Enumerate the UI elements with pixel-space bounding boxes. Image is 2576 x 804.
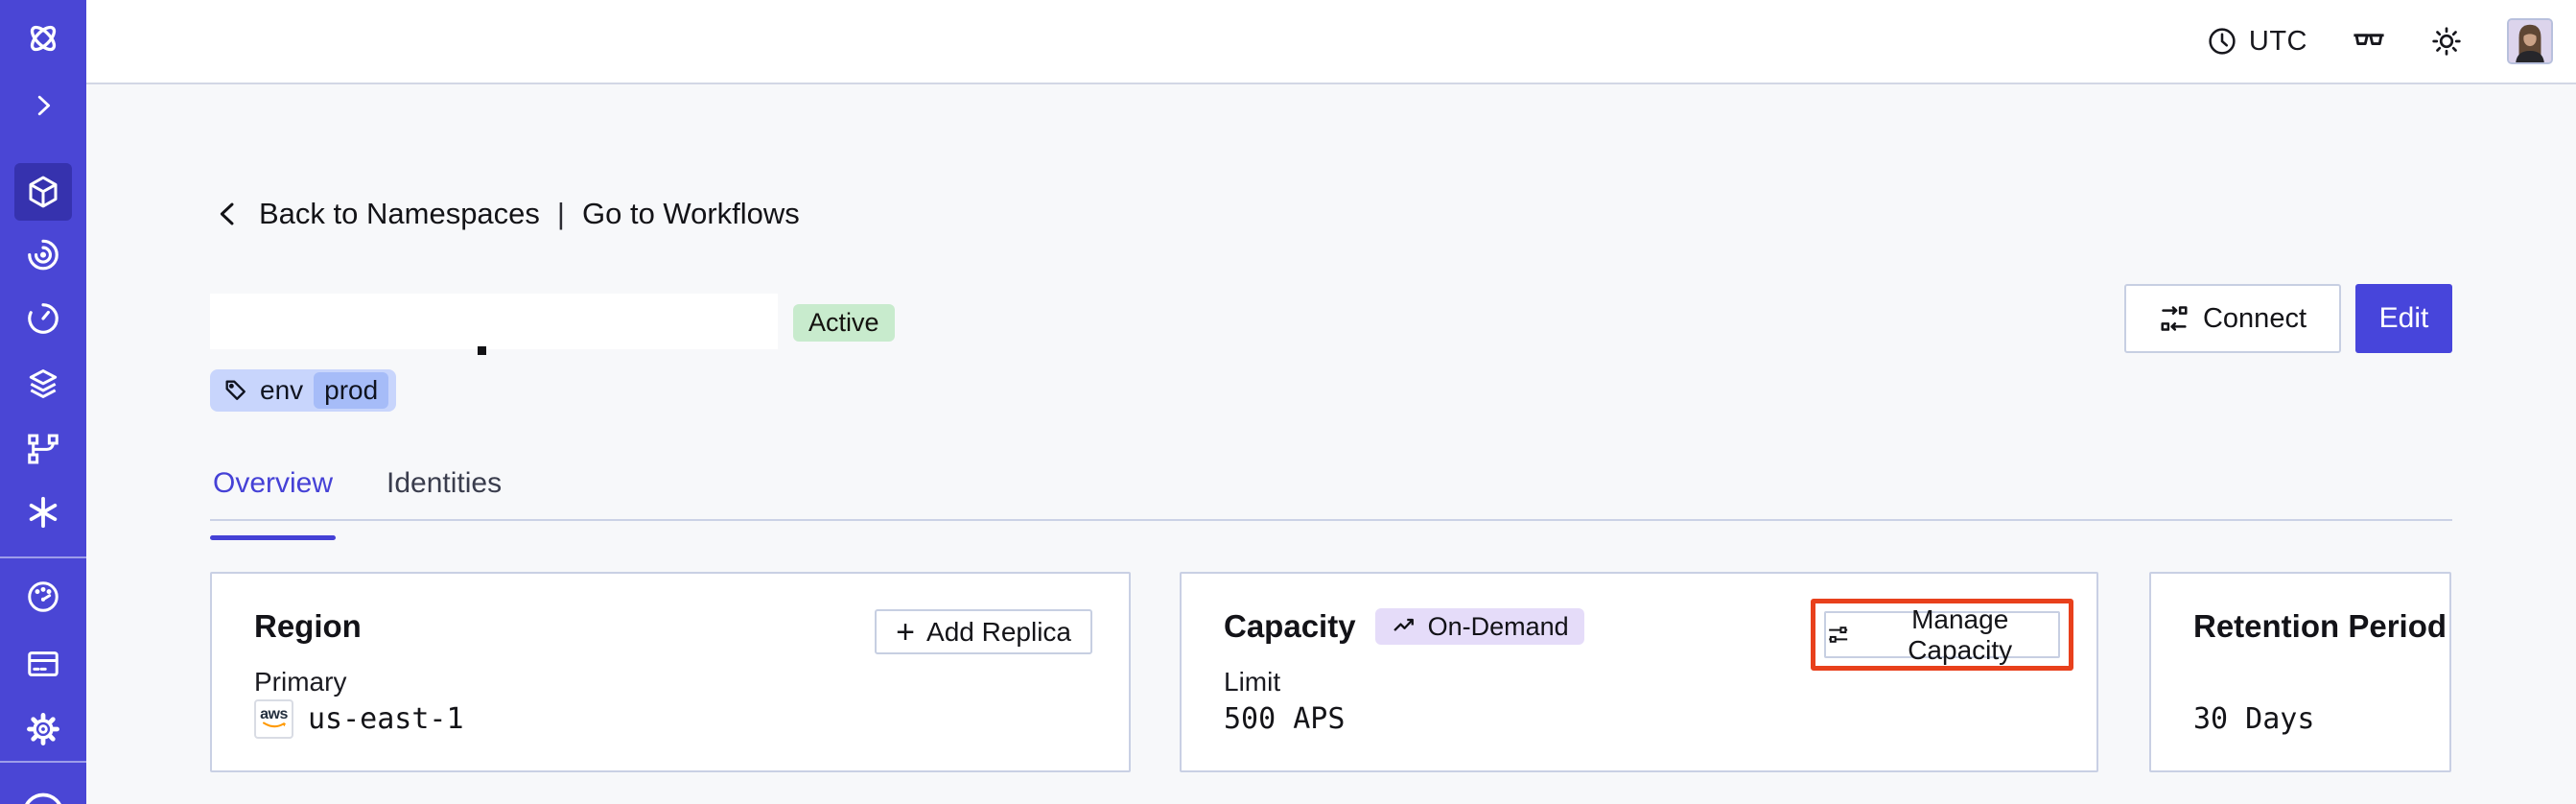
limit-label: Limit [1224, 667, 1281, 697]
namespace-name-dot [478, 346, 486, 355]
sidebar-item-support[interactable] [16, 787, 70, 804]
layers-stack-icon [29, 369, 58, 398]
workflows-spiral-icon [28, 239, 59, 271]
labs-glasses-button[interactable] [2352, 24, 2386, 59]
back-to-namespaces-link[interactable]: Back to Namespaces [259, 197, 540, 230]
glasses-icon [2352, 24, 2386, 59]
header-actions: Connect Edit [2124, 284, 2452, 353]
schedules-timer-icon [28, 303, 59, 334]
ondemand-label: On-Demand [1427, 611, 1569, 641]
edit-button[interactable]: Edit [2355, 284, 2452, 353]
ondemand-badge: On-Demand [1374, 608, 1584, 645]
timezone-selector[interactable]: UTC [2207, 26, 2307, 58]
sidebar-item-billing[interactable] [16, 637, 70, 691]
chevron-right-icon [37, 95, 51, 116]
capacity-card: Capacity On-Demand Manage Capacity [1180, 572, 2098, 772]
sliders-icon [1829, 627, 1848, 643]
namespace-cube-icon [29, 176, 58, 208]
chevron-left-icon[interactable] [213, 199, 244, 229]
retention-card-title: Retention Period [2193, 608, 2447, 644]
theme-toggle-button[interactable] [2430, 25, 2463, 58]
gauge-icon [28, 581, 59, 612]
connect-flow-icon [2159, 303, 2190, 334]
tag-value-chip: prod [314, 372, 389, 409]
region-card: Region + Add Replica Primary aws us-east… [210, 572, 1131, 772]
tag-key: env [260, 375, 304, 405]
retention-value: 30 Days [2193, 701, 2315, 736]
sidebar-item-deployments[interactable] [16, 357, 70, 411]
sidebar-expand-button[interactable] [16, 79, 70, 132]
trending-up-icon [1393, 618, 1414, 631]
manage-capacity-button[interactable]: Manage Capacity [1824, 604, 2060, 665]
region-card-title: Region [254, 608, 362, 644]
breadcrumb: Back to Namespaces | Go to Workflows [213, 190, 800, 238]
temporal-logo-icon [30, 25, 57, 52]
tab-identities[interactable]: Identities [386, 467, 503, 499]
user-avatar[interactable] [2507, 18, 2553, 64]
go-to-workflows-link[interactable]: Go to Workflows [581, 197, 800, 230]
namespace-tag: env prod [210, 369, 397, 412]
clock-icon [2207, 26, 2237, 57]
primary-label: Primary [254, 667, 347, 697]
breadcrumb-separator: | [556, 197, 565, 230]
capacity-card-title: Capacity [1224, 608, 1356, 644]
sidebar-item-usage[interactable] [16, 570, 70, 624]
sidebar-item-nexus[interactable] [16, 485, 70, 539]
aws-logo-text: aws [260, 706, 288, 722]
capacity-limit-value: 500 APS [1224, 701, 1346, 736]
billing-card-icon [28, 651, 59, 676]
sidebar-item-namespaces[interactable] [14, 163, 72, 221]
tag-icon [222, 377, 249, 404]
sidebar-item-settings[interactable] [16, 702, 70, 756]
temporal-logo[interactable] [16, 12, 70, 65]
tab-overview[interactable]: Overview [210, 467, 337, 540]
sidebar-divider [0, 761, 86, 763]
connect-label: Connect [2202, 302, 2307, 334]
globe-icon [25, 792, 61, 804]
asterisk-icon [29, 496, 58, 529]
gear-icon [27, 713, 59, 745]
status-badge: Active [793, 304, 895, 342]
manage-capacity-label: Manage Capacity [1908, 603, 2013, 665]
timezone-label: UTC [2248, 25, 2307, 57]
highlight-box: Manage Capacity [1811, 599, 2073, 671]
avatar-photo [2509, 20, 2551, 62]
sidebar-nav [0, 0, 86, 804]
sun-icon [2430, 25, 2463, 58]
branch-icon [28, 434, 59, 464]
aws-smile-icon [262, 721, 286, 728]
add-replica-label: Add Replica [926, 616, 1071, 647]
connect-button[interactable]: Connect [2124, 284, 2341, 353]
top-bar: UTC [86, 0, 2576, 84]
plus-icon: + [896, 613, 916, 650]
sidebar-divider [0, 556, 86, 558]
sidebar-item-schedules[interactable] [16, 292, 70, 345]
aws-provider-badge: aws [254, 698, 293, 739]
retention-card: Retention Period 30 Days [2149, 572, 2451, 772]
tab-bar: Overview Identities [210, 449, 2452, 540]
sidebar-item-batch-operations[interactable] [16, 422, 70, 476]
namespace-name-redacted [210, 294, 778, 349]
region-value: us-east-1 [308, 701, 464, 736]
add-replica-button[interactable]: + Add Replica [875, 609, 1092, 654]
sidebar-item-workflows[interactable] [16, 226, 70, 280]
